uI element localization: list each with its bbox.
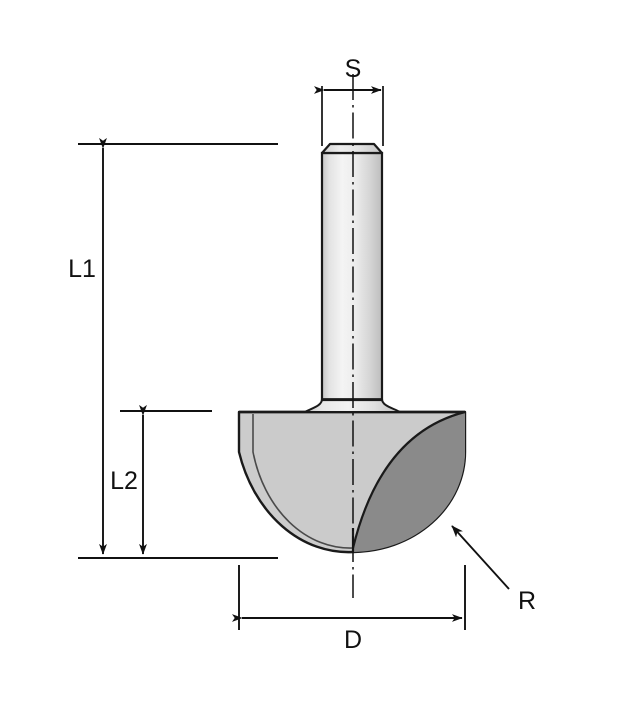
dimension-l2-label: L2 [110, 467, 138, 495]
cutting-head-flute-lobe [353, 412, 465, 552]
dimension-d: D [231, 565, 466, 654]
cutting-head [237, 410, 467, 554]
dimension-s: S [313, 55, 384, 146]
rim-inner-line [252, 414, 354, 549]
dimension-d-label: D [344, 626, 362, 654]
shank [320, 151, 384, 402]
dimension-l1: L1 [68, 137, 278, 559]
dimension-s-label: S [345, 55, 362, 83]
shank-chamfer [320, 142, 384, 155]
dimension-r-label: R [518, 587, 536, 615]
dimension-l2: L2 [110, 404, 212, 555]
router-bit-body [237, 142, 467, 554]
dimension-r-leader [451, 525, 510, 590]
dimension-r: R [451, 525, 536, 615]
flute-edge-curve [351, 410, 466, 549]
dimension-l1-label: L1 [68, 255, 96, 283]
